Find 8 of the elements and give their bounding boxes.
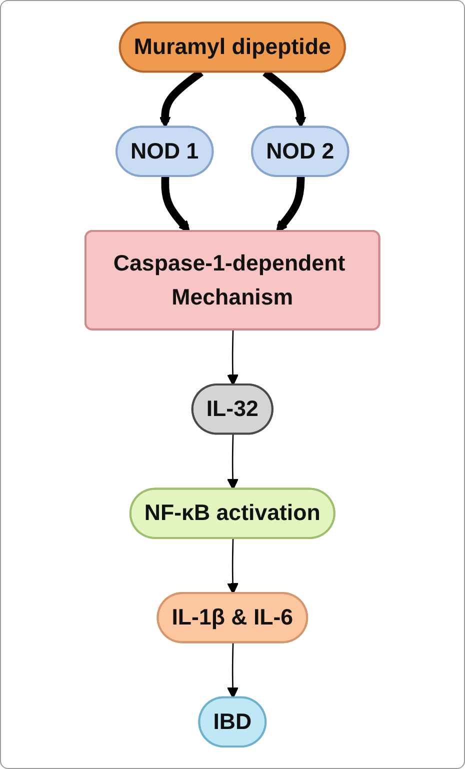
process-node: Caspase-1-dependent Mechanism [84,230,380,330]
process-node: NOD 1 [116,126,214,177]
process-node: Muramyl dipeptide [119,22,346,73]
process-node: IL-32 [191,384,274,435]
process-node: NOD 2 [251,126,350,177]
process-node: IBD [198,696,267,748]
process-node: NF-κB activation [130,488,336,539]
process-node: IL-1β & IL-6 [156,592,308,644]
